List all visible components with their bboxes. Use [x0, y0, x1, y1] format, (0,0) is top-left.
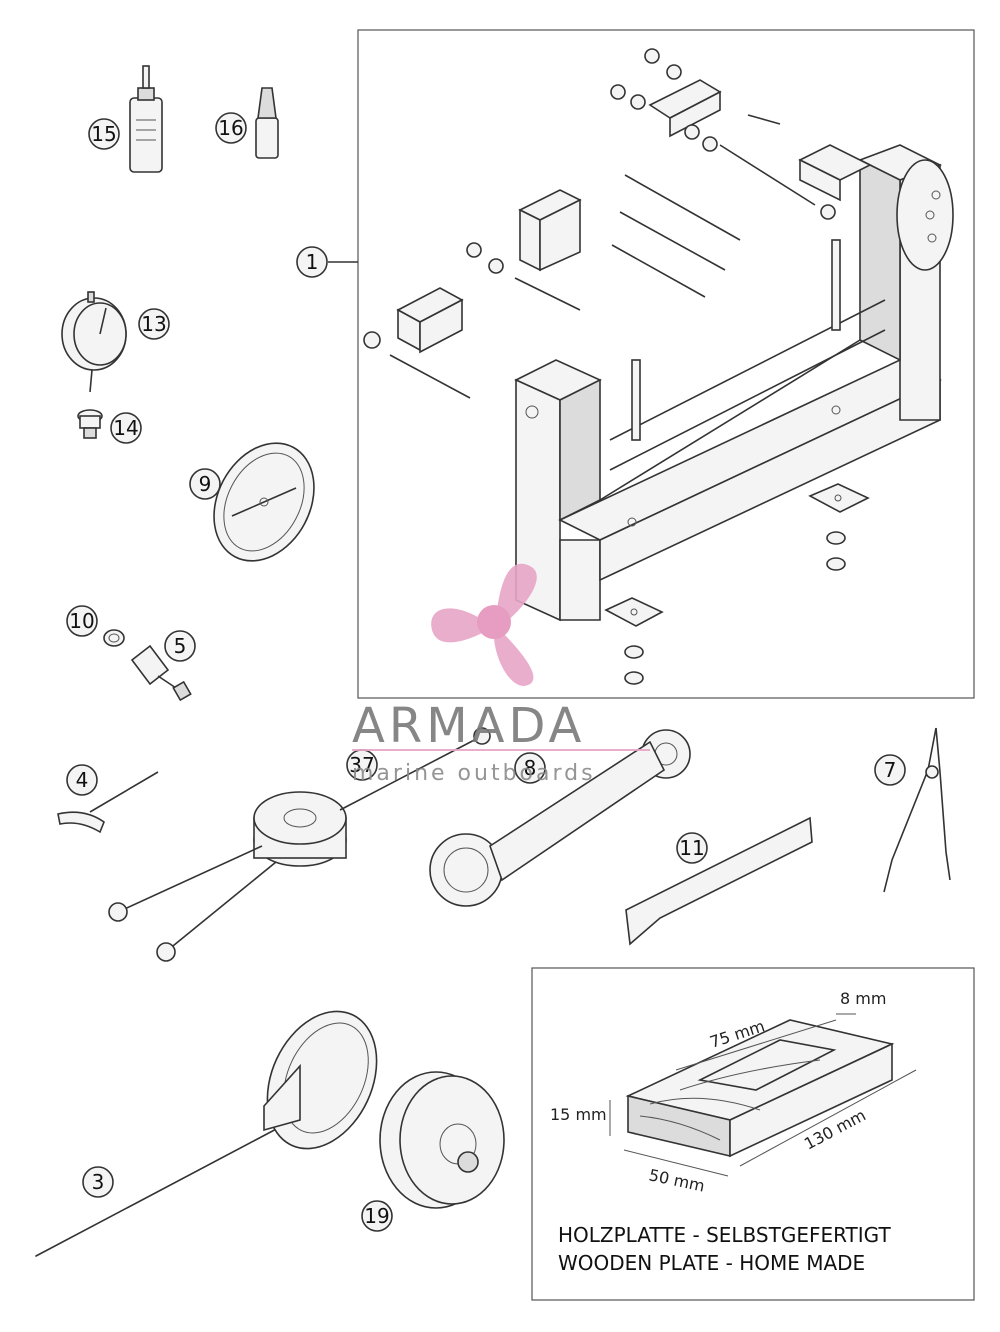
svg-text:11: 11 — [679, 836, 704, 860]
part-5-puller — [130, 644, 192, 702]
callout-1: 1 — [296, 246, 328, 278]
engine-stand-frame-border — [357, 29, 975, 699]
note-german: HOLZPLATTE - SELBSTGEFERTIGT — [558, 1223, 891, 1247]
part-15-bottle — [129, 65, 163, 173]
callout-9: 9 — [189, 468, 221, 500]
part-16-tube — [255, 87, 279, 159]
watermark: ARMADA marine outboards — [352, 563, 650, 786]
callout-layer: 1 3 4 5 7 8 9 10 11 13 14 15 16 19 37 — [66, 112, 906, 1232]
svg-text:15: 15 — [91, 122, 116, 146]
watermark-brand: ARMADA — [352, 698, 585, 754]
svg-text:7: 7 — [884, 758, 897, 782]
part-14-adapter — [77, 409, 103, 439]
svg-text:16: 16 — [218, 116, 243, 140]
callout-3: 3 — [82, 1166, 114, 1198]
dim-8: 8 mm — [840, 989, 886, 1008]
engine-stand-illustration — [363, 48, 954, 685]
engine-stand-group — [328, 29, 975, 699]
callout-13: 13 — [138, 308, 170, 340]
callout-15: 15 — [88, 118, 120, 150]
wooden-plate-group: 75 mm 8 mm 15 mm 130 mm 50 mm HOLZPLATTE… — [531, 967, 975, 1301]
wooden-plate-frame-border — [531, 967, 975, 1301]
callout-11: 11 — [676, 832, 708, 864]
dim-50: 50 mm — [647, 1165, 706, 1195]
part-19-rotor-puller — [379, 1071, 505, 1209]
part-10-bushing — [103, 629, 125, 647]
svg-text:13: 13 — [141, 312, 166, 336]
callout-10: 10 — [66, 605, 98, 637]
part-7-pliers — [883, 727, 951, 893]
svg-text:14: 14 — [113, 416, 138, 440]
part-3-clutch-holder — [35, 1010, 378, 1257]
callout-16: 16 — [215, 112, 247, 144]
svg-text:9: 9 — [199, 472, 212, 496]
part-4-holder — [57, 771, 159, 834]
part-13-dial-gauge — [61, 291, 127, 393]
callout-14: 14 — [110, 412, 142, 444]
svg-text:37: 37 — [349, 753, 374, 777]
propeller-logo-icon — [431, 563, 537, 686]
svg-text:3: 3 — [92, 1170, 105, 1194]
callout-4: 4 — [66, 764, 98, 796]
watermark-tagline: marine outboards — [352, 761, 596, 786]
svg-text:5: 5 — [174, 634, 187, 658]
callout-7: 7 — [874, 754, 906, 786]
svg-text:19: 19 — [364, 1204, 389, 1228]
part-9-degree-wheel — [213, 442, 315, 562]
callout-19: 19 — [361, 1200, 393, 1232]
svg-text:4: 4 — [76, 768, 89, 792]
note-english: WOODEN PLATE - HOME MADE — [558, 1251, 865, 1275]
svg-text:1: 1 — [306, 250, 319, 274]
svg-text:8: 8 — [524, 756, 537, 780]
callout-5: 5 — [164, 630, 196, 662]
wooden-plate-illustration — [609, 1013, 917, 1177]
part-8-wrench — [429, 729, 691, 907]
part-11-plate — [625, 816, 813, 946]
callout-8: 8 — [514, 752, 546, 784]
svg-text:10: 10 — [69, 609, 94, 633]
dim-15: 15 mm — [550, 1105, 607, 1124]
part-37-puller — [108, 727, 491, 962]
